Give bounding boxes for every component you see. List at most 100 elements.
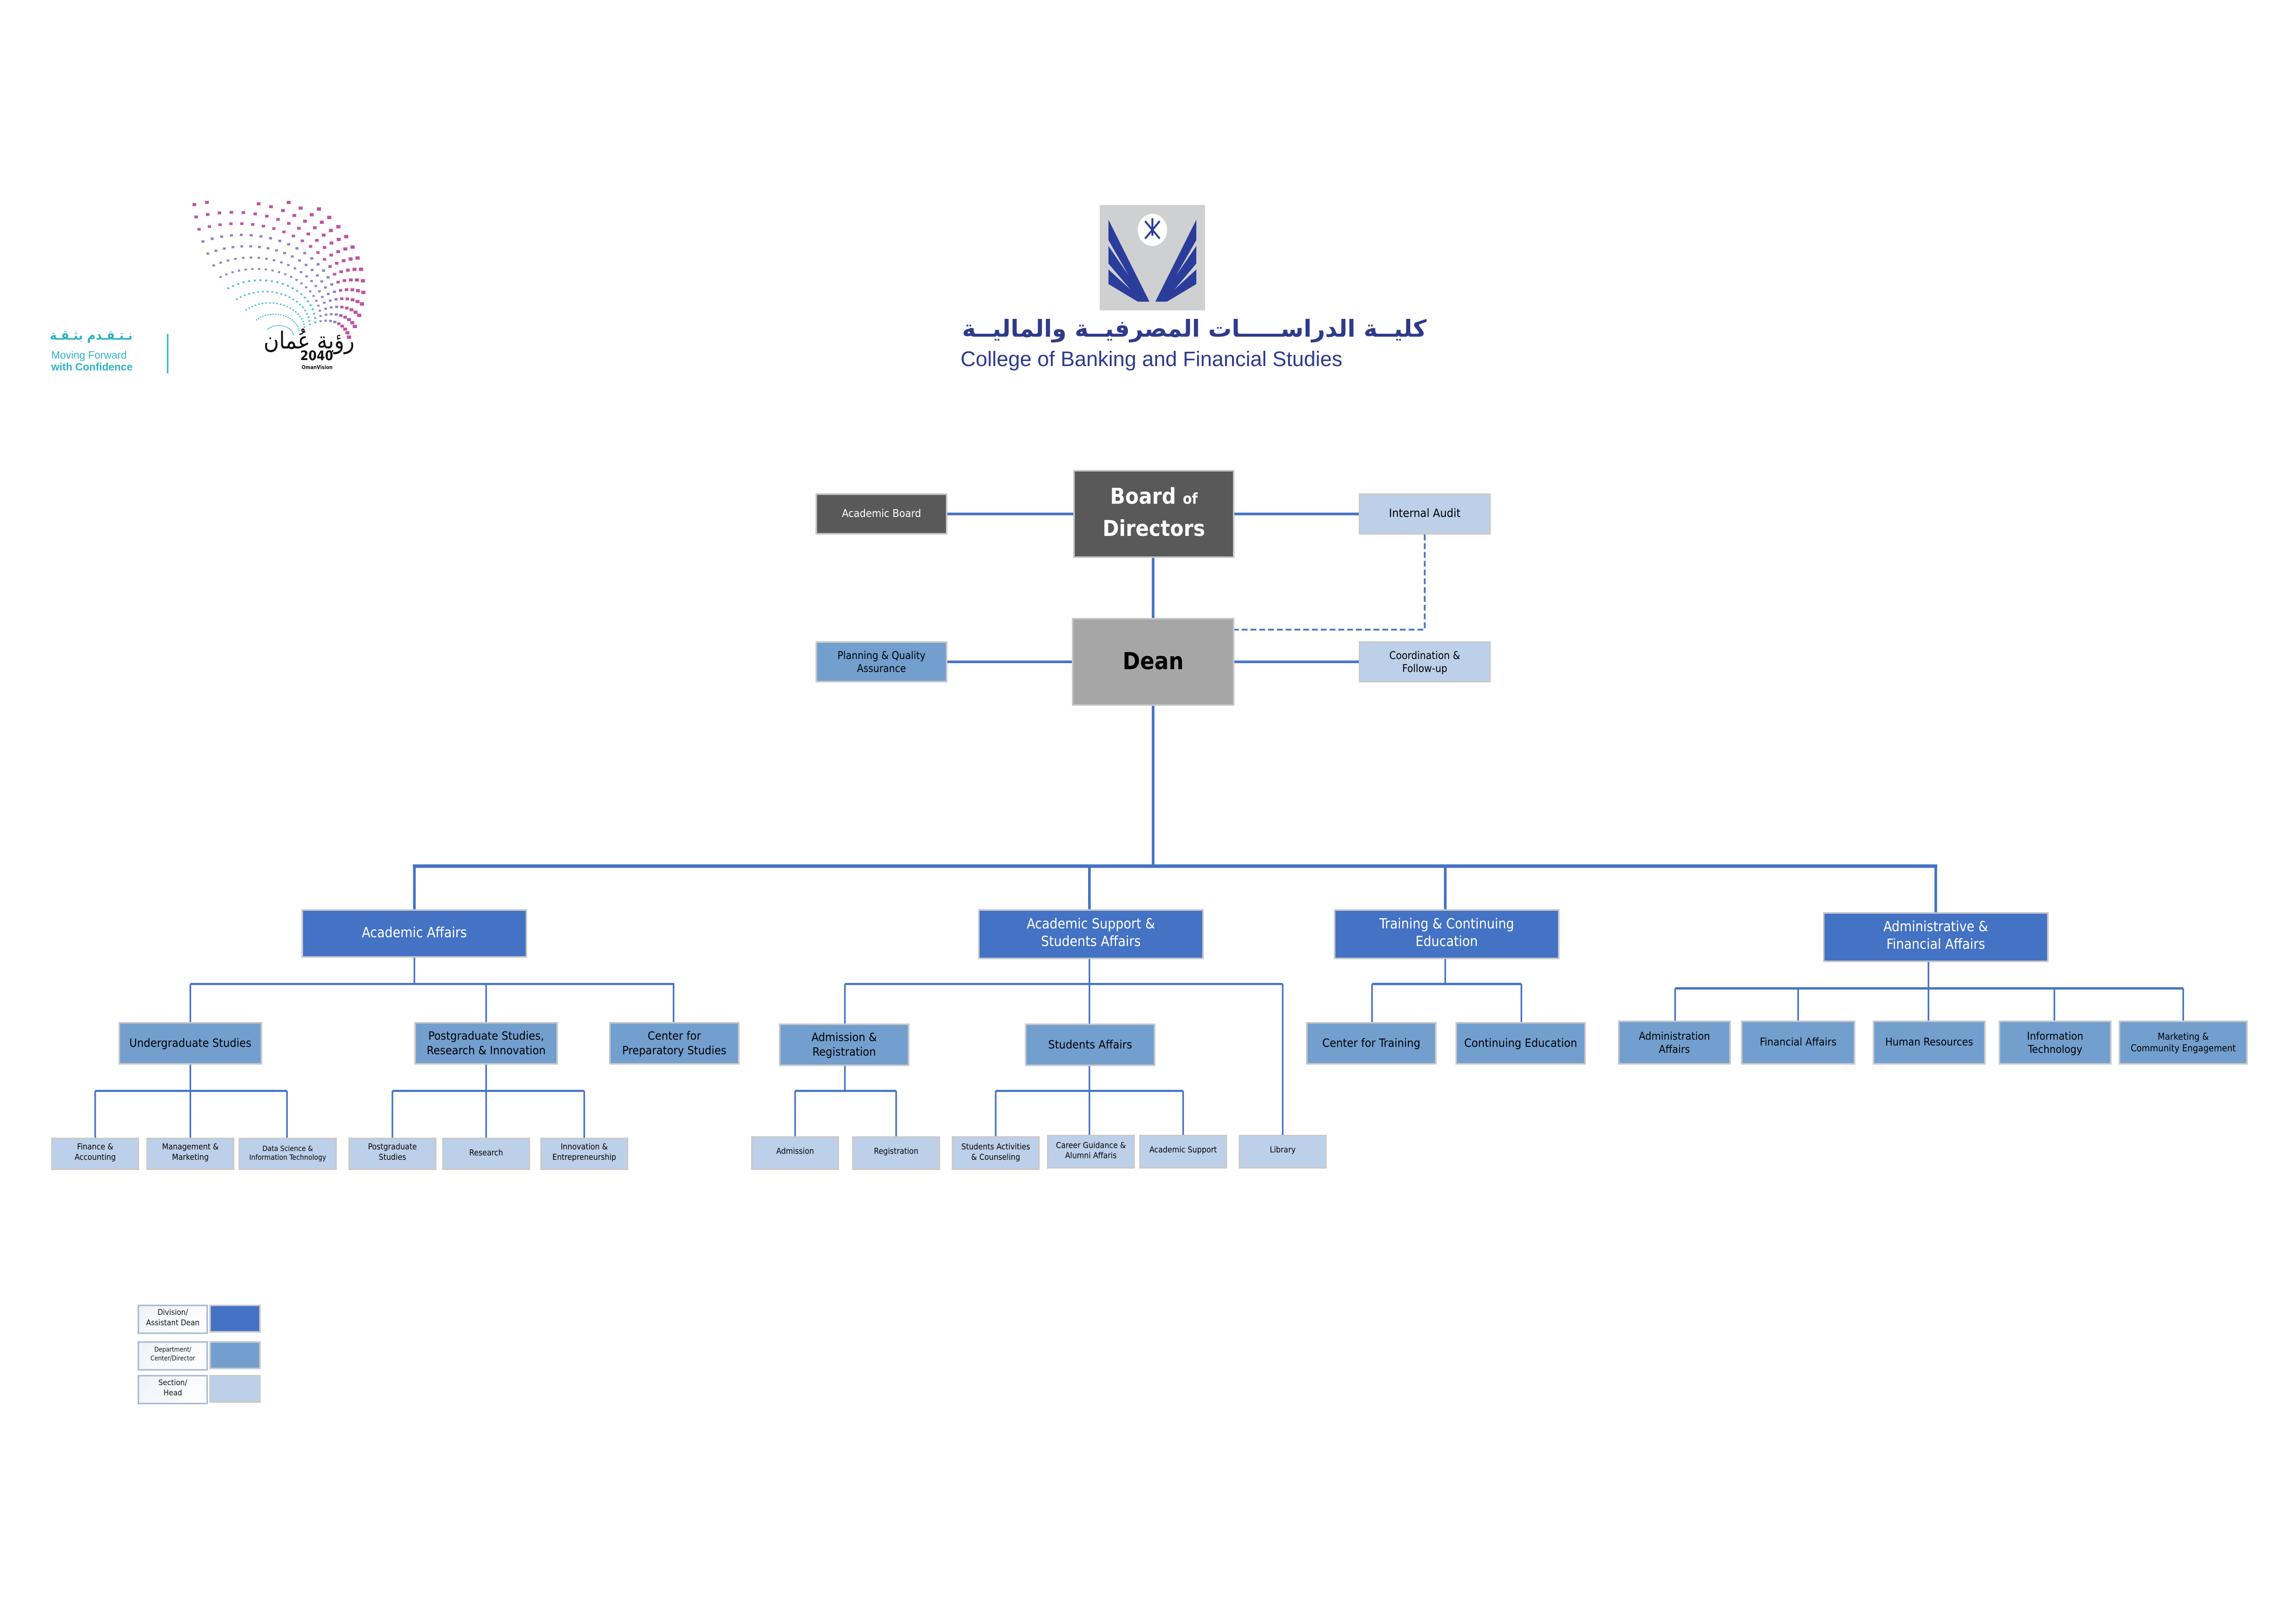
dept-administration-affairs[interactable]: Administration Affairs [1618, 1020, 1731, 1065]
swirl-dot [265, 215, 269, 218]
dept-admission-registration[interactable]: Admission & Registration [779, 1023, 909, 1066]
swirl-dot [283, 325, 285, 327]
swirl-dot [334, 298, 338, 301]
swirl-dot [309, 245, 312, 248]
swirl-dot [322, 233, 326, 237]
board-directors-label: Directors [1102, 515, 1205, 542]
swirl-dot [352, 268, 357, 271]
swirl-dot [285, 316, 287, 317]
section-career-guidance[interactable]: Career Guidance & Alumni Affaris [1047, 1135, 1135, 1169]
swirl-dot [249, 256, 253, 259]
oman-vision-swirl-graphic [192, 200, 366, 339]
swirl-dot [346, 268, 350, 272]
swirl-dot [248, 293, 250, 295]
dept-preparatory[interactable]: Center for Preparatory Studies [609, 1022, 740, 1065]
section-finance-accounting[interactable]: Finance & Accounting [51, 1138, 139, 1170]
dept-postgraduate[interactable]: Postgraduate Studies, Research & Innovat… [414, 1022, 558, 1065]
dean-box[interactable]: Dean [1071, 618, 1235, 706]
swirl-dot [340, 324, 344, 328]
oman-vision-slogan-line1: Moving Forward [51, 348, 127, 362]
swirl-dot [265, 280, 268, 281]
dept-center-training[interactable]: Center for Training [1306, 1022, 1437, 1065]
dept-undergraduate[interactable]: Undergraduate Studies [118, 1022, 262, 1065]
swirl-dot [267, 247, 270, 250]
swirl-dot [330, 306, 333, 309]
swirl-dot [261, 224, 265, 228]
swirl-dot [342, 279, 347, 282]
swirl-dot [207, 225, 212, 228]
swirl-dot [294, 322, 296, 324]
swirl-dot [316, 274, 319, 277]
dept-marketing-community[interactable]: Marketing & Community Engagement [2119, 1020, 2248, 1065]
dept-continuing-education[interactable]: Continuing Education [1455, 1022, 1586, 1065]
swirl-dot [218, 211, 222, 215]
swirl-dot [292, 333, 294, 335]
section-students-activities[interactable]: Students Activities & Counseling [952, 1136, 1040, 1170]
swirl-dot [292, 235, 295, 237]
section-academic-support[interactable]: Academic Support [1139, 1135, 1227, 1169]
swirl-dot [314, 321, 317, 324]
swirl-dot [304, 297, 306, 299]
dept-human-resources[interactable]: Human Resources [1873, 1020, 1986, 1065]
division-academic-support[interactable]: Academic Support & Students Affairs [978, 909, 1204, 959]
swirl-dot [276, 292, 278, 294]
section-data-science-it[interactable]: Data Science & Information Technology [238, 1138, 337, 1170]
swirl-dot [284, 326, 286, 327]
swirl-dot [335, 313, 338, 316]
coordination-box[interactable]: Coordination & Follow-up [1359, 641, 1491, 683]
college-name-english: College of Banking and Financial Studies [960, 348, 1343, 372]
section-research[interactable]: Research [442, 1138, 530, 1170]
swirl-dot [287, 317, 289, 318]
section-management-marketing[interactable]: Management & Marketing [146, 1138, 235, 1170]
swirl-dot [271, 291, 274, 293]
swirl-dot [205, 201, 209, 204]
section-admission[interactable]: Admission [751, 1136, 839, 1170]
swirl-dot [343, 316, 347, 319]
swirl-dot [337, 322, 341, 325]
swirl-dot [343, 247, 348, 251]
division-admin-financial[interactable]: Administrative & Financial Affairs [1823, 912, 2049, 962]
swirl-dot [219, 261, 222, 264]
swirl-dot [333, 321, 336, 324]
swirl-dot [298, 328, 299, 330]
planning-quality-box[interactable]: Planning & Quality Assurance [815, 641, 948, 683]
swirl-dot [311, 268, 314, 271]
dept-students-affairs[interactable]: Students Affairs [1025, 1023, 1156, 1066]
swirl-dot [258, 317, 260, 319]
oman-vision-year: 2040 [300, 350, 333, 365]
dept-information-technology[interactable]: Information Technology [1998, 1020, 2112, 1065]
swirl-dot [285, 294, 287, 296]
swirl-dot [276, 281, 279, 283]
swirl-dot [257, 291, 259, 293]
swirl-dot [295, 279, 298, 281]
board-of-directors-box[interactable]: Board of Directors [1073, 470, 1235, 558]
academic-board-box[interactable]: Academic Board [815, 493, 948, 535]
swirl-dot [286, 200, 291, 204]
dept-financial-affairs[interactable]: Financial Affairs [1741, 1020, 1855, 1065]
section-innovation[interactable]: Innovation & Entrepreneurship [540, 1138, 628, 1170]
swirl-dot [269, 237, 272, 240]
swirl-dot [305, 286, 308, 288]
division-academic-affairs[interactable]: Academic Affairs [301, 909, 528, 958]
section-postgraduate-studies[interactable]: Postgraduate Studies [348, 1138, 436, 1170]
swirl-dot [310, 213, 314, 217]
section-registration[interactable]: Registration [852, 1136, 940, 1170]
swirl-dot [244, 268, 247, 271]
division-training[interactable]: Training & Continuing Education [1334, 909, 1560, 959]
swirl-dot [323, 301, 326, 304]
swirl-dot [218, 223, 222, 226]
internal-audit-box[interactable]: Internal Audit [1359, 493, 1491, 535]
swirl-dot [329, 320, 332, 322]
swirl-dot [318, 310, 321, 312]
section-library[interactable]: Library [1238, 1135, 1327, 1169]
swirl-dot [310, 257, 313, 260]
swirl-dot [226, 259, 230, 262]
swirl-dot [296, 301, 298, 303]
swirl-dot [308, 320, 311, 322]
swirl-dot [243, 294, 246, 296]
swirl-dot [309, 304, 312, 306]
swirl-dot [292, 287, 294, 289]
swirl-dot [288, 328, 290, 330]
legend-swatch-department [209, 1341, 261, 1369]
swirl-dot [276, 303, 278, 305]
